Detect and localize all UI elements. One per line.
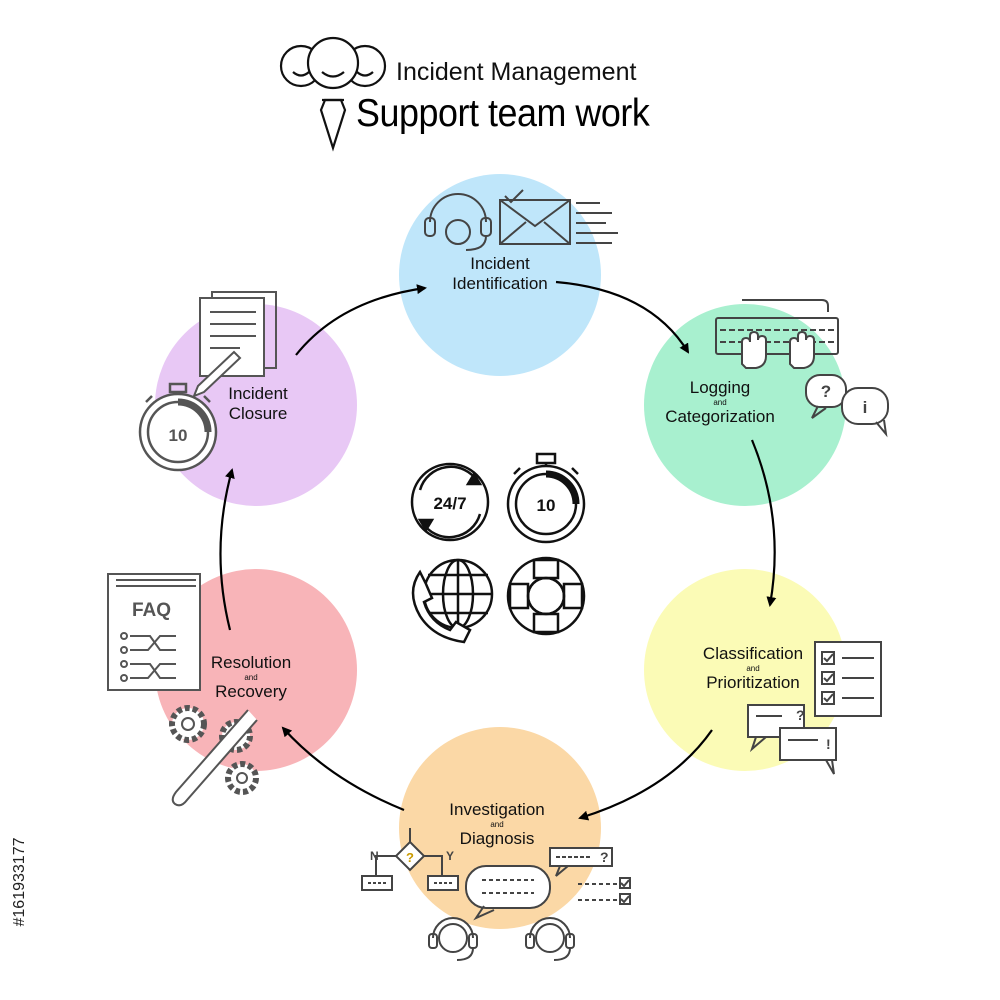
stage-label-identification: Incident Identification xyxy=(452,254,547,294)
arrow-resolution-to-closure xyxy=(219,468,235,631)
flowchart-icon xyxy=(361,828,459,891)
stage-line1: Incident xyxy=(470,254,530,273)
phone-globe-icon xyxy=(411,558,494,644)
stage-line2: Prioritization xyxy=(706,673,800,692)
stage-label-closure: Incident Closure xyxy=(228,384,288,424)
stage-line1: Logging xyxy=(689,378,751,397)
stage-label-investigation: Investigation and Diagnosis xyxy=(449,800,544,849)
stage-line1: Classification xyxy=(702,644,804,663)
lifebuoy-icon xyxy=(506,556,586,636)
arrow-classification-to-investigation xyxy=(578,729,713,821)
stage-line1: Incident xyxy=(228,384,288,403)
stage-joiner: and xyxy=(244,673,258,682)
faq-book-icon xyxy=(107,573,201,691)
classification-question-label: ? xyxy=(796,707,805,723)
flow-question-label: ? xyxy=(406,850,414,865)
envelope-icon xyxy=(499,189,618,245)
arrow-closure-to-identification xyxy=(295,284,427,356)
flow-yes-label: Y xyxy=(446,849,454,863)
investigation-question-label: ? xyxy=(600,849,609,865)
faq-label: FAQ xyxy=(132,600,171,621)
speech-bubble-icon xyxy=(465,847,631,921)
stage-label-classification: Classification and Prioritization xyxy=(703,644,803,693)
closure-timer-label: 10 xyxy=(169,426,188,445)
cycle-arrows xyxy=(219,280,777,821)
stage-line2: Identification xyxy=(452,274,548,293)
stage-joiner: and xyxy=(713,398,727,407)
stock-id-text: #161933177 xyxy=(11,837,28,927)
header-title: Support team work xyxy=(356,92,650,135)
center-timer-label: 10 xyxy=(537,496,556,515)
stage-joiner: and xyxy=(746,664,760,673)
arrow-identification-to-logging xyxy=(555,280,690,354)
headset-icon xyxy=(424,193,492,251)
stage-line1: Investigation xyxy=(449,800,545,819)
checklist-icon xyxy=(814,641,882,717)
keyboard-icon xyxy=(715,299,839,369)
logging-question-label: ? xyxy=(821,382,831,401)
headset-icon xyxy=(428,917,575,961)
header-subtitle: Incident Management xyxy=(396,58,637,86)
arrow-investigation-to-resolution xyxy=(281,726,405,812)
speech-bubble-icon xyxy=(805,374,889,438)
flow-no-label: N xyxy=(370,849,379,863)
team-avatars-icon xyxy=(279,36,387,152)
stock-id-stamp: #161933177 xyxy=(8,772,32,992)
document-pen-icon xyxy=(192,291,277,398)
stage-line1: Resolution xyxy=(210,653,292,672)
stage-label-resolution: Resolution and Recovery xyxy=(211,653,291,702)
speech-bubble-icon xyxy=(747,704,837,775)
stopwatch-icon xyxy=(506,452,586,544)
classification-exclaim-label: ! xyxy=(826,736,831,752)
arrow-logging-to-classification xyxy=(750,439,777,607)
logging-info-label: i xyxy=(863,398,868,417)
stage-joiner: and xyxy=(490,820,504,829)
availability-24-7-icon xyxy=(410,462,490,542)
stage-label-logging: Logging and Categorization xyxy=(665,378,775,427)
stage-line2: Diagnosis xyxy=(459,829,535,848)
gears-tools-icon xyxy=(169,705,259,807)
stopwatch-icon xyxy=(138,382,218,472)
stage-line2: Closure xyxy=(228,404,288,423)
stage-line2: Categorization xyxy=(665,407,775,426)
center-availability-label: 24/7 xyxy=(433,494,466,513)
stage-line2: Recovery xyxy=(215,682,287,701)
